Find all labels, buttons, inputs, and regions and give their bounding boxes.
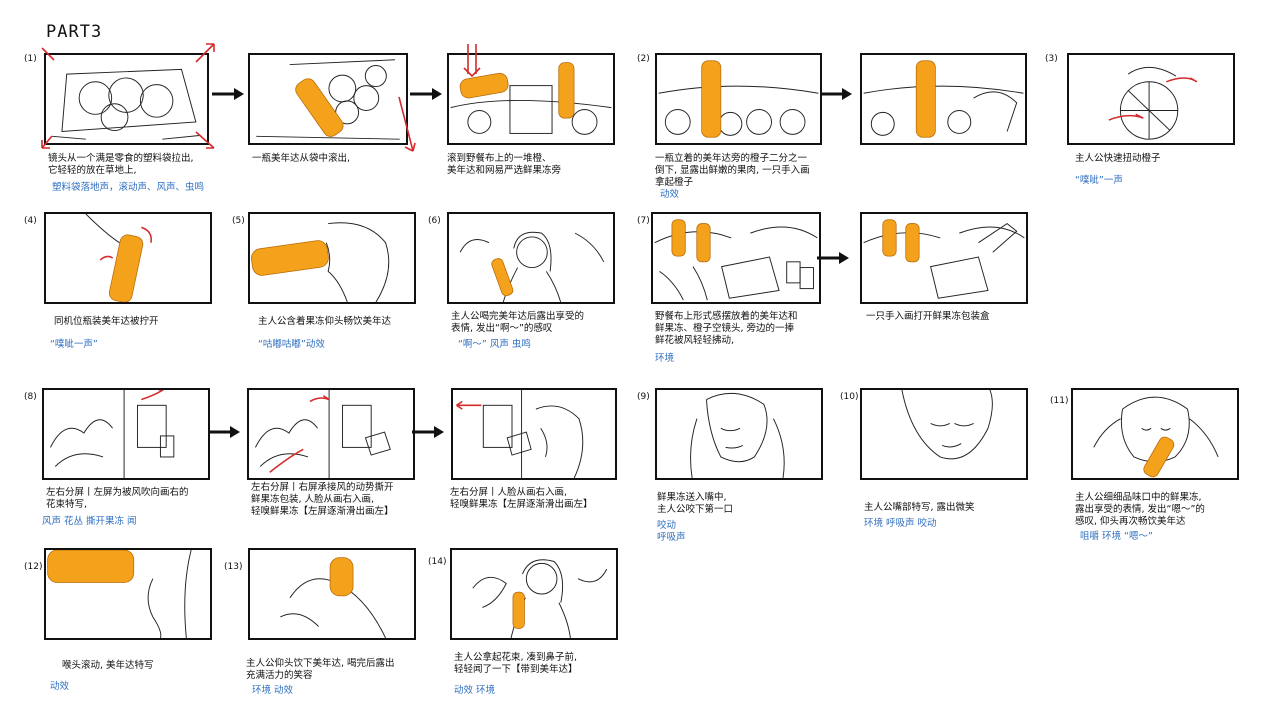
storyboard-frame-1c: [447, 53, 615, 145]
panel-number: (9): [637, 392, 650, 402]
sketch-smelling-flowers: [472, 559, 608, 638]
panel-sound: 环境: [655, 353, 675, 364]
panel-number: (4): [24, 216, 37, 226]
transition-arrow-icon: [212, 88, 244, 100]
panel-number: (5): [232, 216, 245, 226]
corner-arrows-icon: [41, 43, 215, 149]
storyboard-frame-11: [1071, 388, 1239, 480]
storyboard-frame-5: [248, 212, 416, 304]
sketch-picnic-still-life: [654, 219, 818, 301]
panel-sound: 塑料袋落地声，滚动声、风声、虫鸣: [52, 182, 205, 193]
storyboard-frame-7b: [860, 212, 1028, 304]
panel-caption: 野餐布上形式感摆放着的美年达和 鲜果冻、橙子空镜头, 旁边的一捧 鲜花被风轻轻拂…: [655, 311, 798, 346]
storyboard-frame-4: [44, 212, 212, 304]
sketch-split-screen-flowers: [50, 390, 175, 478]
sketch-first-bite: [690, 393, 785, 478]
panel-sound: 环境 动效: [252, 685, 294, 696]
storyboard-frame-2a: [655, 53, 822, 145]
sketch-drinking-head-up: [251, 222, 390, 302]
panel-sound: “噗呲”一声: [1075, 175, 1123, 186]
sketch-savoring-drink: [1093, 396, 1219, 478]
sketch-tearing-jelly-pack: [255, 390, 391, 478]
panel-sound: “咕嘟咕嘟”动效: [258, 339, 325, 350]
storyboard-frame-8a: [42, 388, 210, 480]
panel-sound: “啊～” 风声 虫鸣: [458, 339, 531, 350]
sketch-satisfied-expression: [459, 231, 605, 302]
storyboard-frame-6: [447, 212, 615, 304]
storyboard-frame-1b: [248, 53, 408, 145]
panel-caption: 一瓶立着的美年达旁的橙子二分之一 倒下, 显露出鲜嫩的果肉, 一只手入画 拿起橙…: [655, 153, 810, 188]
panel-number: (10): [840, 392, 859, 402]
storyboard-frame-3: [1067, 53, 1235, 145]
storyboard-frame-1a: [44, 53, 209, 145]
sketch-hand-opens-jelly-box: [863, 219, 1025, 299]
transition-arrow-icon: [412, 426, 444, 438]
panel-sound: 风声 花丛 撕开果冻 闻: [42, 516, 137, 527]
sketch-throat-bottle-closeup: [47, 550, 192, 638]
panel-caption: 主人公细细品味口中的鲜果冻, 露出享受的表情, 发出“嗯～”的 感叹, 仰头再次…: [1075, 492, 1205, 527]
panel-sound: 咬动 呼吸声: [657, 520, 686, 543]
panel-caption: 左右分屏丨人脸从画右入画, 轻嗅鲜果冻【左屏逐渐滑出画左】: [450, 487, 593, 510]
panel-sound: 环境 呼吸声 咬动: [864, 518, 937, 529]
panel-caption: 主人公快速扭动橙子: [1075, 153, 1161, 164]
panel-caption: 主人公嘴部特写, 露出微笑: [864, 502, 975, 513]
sketch-twisting-orange: [1108, 66, 1198, 140]
storyboard-frame-13: [248, 548, 416, 640]
sketch-hand-picks-orange: [863, 60, 1024, 138]
storyboard-frame-10: [860, 388, 1028, 480]
panel-number: (7): [637, 216, 650, 226]
panel-number: (14): [428, 557, 447, 567]
storyboard-frame-12: [44, 548, 212, 640]
sketch-head-back-drinking: [280, 557, 386, 638]
red-down-arrows-icon: [463, 44, 481, 78]
panel-caption: 一瓶美年达从袋中滚出,: [252, 153, 351, 164]
panel-caption: 左右分屏丨左屏为被风吹向画右的 花束特写,: [46, 487, 189, 510]
red-motion-arrows-icon: [398, 96, 416, 152]
panel-number: (11): [1050, 396, 1069, 406]
sketch-cap-opened: [85, 214, 152, 302]
panel-number: (2): [637, 54, 650, 64]
storyboard-frame-7a: [651, 212, 821, 304]
panel-sound: 咀嚼 环境 “嗯～”: [1080, 531, 1153, 542]
panel-caption: 同机位瓶装美年达被拧开: [54, 316, 159, 327]
panel-sound: 动效: [50, 681, 70, 692]
panel-caption: 一只手入画打开鲜果冻包装盒: [866, 311, 990, 322]
panel-caption: 左右分屏丨右屏承接风的动势撕开 鲜果冻包装, 人脸从画右入画, 轻嗅鲜果冻【左屏…: [251, 482, 394, 517]
sketch-face-sniffs-jelly: [456, 390, 584, 478]
page-title: PART3: [46, 22, 103, 42]
panel-number: (13): [224, 562, 243, 572]
panel-number: (6): [428, 216, 441, 226]
sketch-plastic-bag-oranges: [52, 68, 201, 140]
panel-sound: 动效: [660, 189, 680, 200]
panel-caption: 主人公拿起花束, 凑到鼻子前, 轻轻闻了一下【带到美年达】: [454, 652, 578, 675]
transition-arrow-icon: [410, 88, 442, 100]
panel-sound: “噗呲一声”: [50, 339, 98, 350]
panel-caption: 主人公喝完美年达后露出享受的 表情, 发出“啊～”的感叹: [451, 311, 585, 334]
panel-number: (1): [24, 54, 37, 64]
panel-caption: 鲜果冻送入嘴中, 主人公咬下第一口: [657, 492, 734, 515]
sketch-mouth-closeup: [901, 390, 993, 460]
storyboard-frame-14: [450, 548, 618, 640]
sketch-bottle-rolling: [256, 59, 400, 140]
storyboard-frame-8c: [451, 388, 617, 480]
transition-arrow-icon: [208, 426, 240, 438]
sketch-standing-bottle: [658, 60, 819, 138]
panel-sound: 动效 环境: [454, 685, 496, 696]
panel-caption: 镜头从一个满是零食的塑料袋拉出, 它轻轻的放在草地上,: [48, 153, 194, 176]
transition-arrow-icon: [820, 88, 852, 100]
storyboard-frame-2b: [860, 53, 1027, 145]
transition-arrow-icon: [817, 252, 849, 264]
panel-number: (3): [1045, 54, 1058, 64]
storyboard-frame-9: [655, 388, 823, 480]
panel-number: (8): [24, 392, 37, 402]
panel-caption: 主人公仰头饮下美年达, 喝完后露出 充满活力的笑容: [246, 658, 395, 681]
panel-caption: 喉头滚动, 美年达特写: [62, 660, 154, 671]
panel-caption: 滚到野餐布上的一堆橙、 美年达和网易严选鲜果冻旁: [447, 153, 562, 176]
panel-number: (12): [24, 562, 43, 572]
panel-caption: 主人公含着果冻仰头畅饮美年达: [258, 316, 392, 327]
sketch-picnic-cloth: [450, 62, 612, 135]
storyboard-frame-8b: [247, 388, 415, 480]
